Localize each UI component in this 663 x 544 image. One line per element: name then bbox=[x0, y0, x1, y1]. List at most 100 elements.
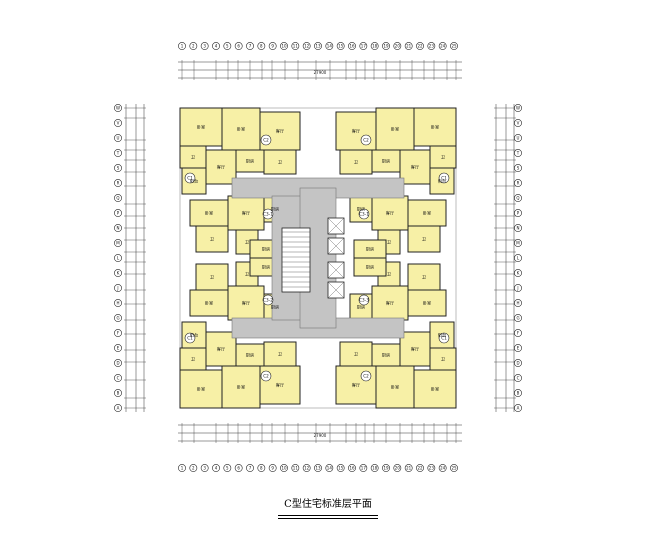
axis-label: 11 bbox=[293, 466, 299, 471]
axis-bubble bbox=[268, 464, 277, 472]
room-label: 卧室 bbox=[197, 124, 205, 131]
room bbox=[205, 149, 237, 185]
unit-tag-circle bbox=[438, 172, 450, 184]
axis-label: 13 bbox=[315, 466, 321, 471]
axis-label: G bbox=[116, 316, 119, 321]
axis-bubble bbox=[114, 134, 122, 142]
room-label: 卫 bbox=[387, 240, 391, 245]
axis-bubble bbox=[382, 464, 390, 472]
room bbox=[263, 341, 297, 367]
axis-bubble bbox=[291, 42, 300, 50]
axis-label: F bbox=[117, 331, 120, 336]
axis-bubble bbox=[514, 359, 522, 367]
room-label: 厨房 bbox=[246, 158, 254, 165]
axis-label: 3 bbox=[203, 44, 206, 49]
axis-label: 10 bbox=[281, 466, 287, 471]
room-label: 厨房 bbox=[262, 246, 270, 253]
room-label: 卫 bbox=[245, 272, 249, 277]
room bbox=[339, 149, 373, 175]
axis-bubble bbox=[514, 149, 522, 157]
axis-label: 16 bbox=[349, 466, 355, 471]
axis-label: 12 bbox=[304, 44, 310, 49]
axis-label: 9 bbox=[271, 466, 274, 471]
room-label: 厨房 bbox=[357, 304, 365, 311]
room bbox=[353, 257, 387, 277]
elevator-cross bbox=[327, 217, 345, 235]
axis-bubble bbox=[268, 42, 277, 50]
room bbox=[221, 365, 261, 409]
axis-bubble bbox=[450, 42, 458, 50]
axis-bubble bbox=[114, 254, 122, 262]
room bbox=[399, 331, 431, 367]
axis-label: 12 bbox=[304, 466, 310, 471]
axis-bubble bbox=[114, 179, 122, 187]
room-label: 卫 bbox=[278, 160, 282, 165]
axis-label: Q bbox=[516, 196, 519, 201]
axis-label: 2 bbox=[192, 466, 195, 471]
room-label: 卫 bbox=[210, 237, 214, 242]
axis-label: 11 bbox=[293, 44, 299, 49]
axis-bubble bbox=[514, 284, 522, 292]
room-label: 卧室 bbox=[205, 210, 213, 217]
axis-bubble bbox=[404, 42, 413, 50]
axis-label: G bbox=[516, 316, 519, 321]
axis-label: 6 bbox=[237, 466, 240, 471]
axis-bubble bbox=[514, 329, 522, 337]
room-label: 卫 bbox=[441, 357, 445, 362]
axis-label: 1 bbox=[181, 466, 184, 471]
axis-bubble bbox=[514, 299, 522, 307]
axis-label: U bbox=[117, 136, 120, 141]
room bbox=[339, 341, 373, 367]
axis-label: 23 bbox=[429, 44, 435, 49]
unit-tag-circle bbox=[438, 332, 450, 344]
unit-tag-label: C2 bbox=[363, 138, 369, 143]
room-label: 客厅 bbox=[352, 128, 360, 135]
axis-label: 6 bbox=[237, 44, 240, 49]
unit-tag-circle bbox=[360, 370, 372, 382]
axis-bubble bbox=[514, 239, 522, 247]
room-label: 卧室 bbox=[423, 210, 431, 217]
axis-label: 15 bbox=[338, 466, 344, 471]
room bbox=[179, 369, 223, 409]
axis-label: D bbox=[116, 361, 119, 366]
axis-label: 2 bbox=[192, 44, 195, 49]
axis-label: 4 bbox=[215, 44, 218, 49]
axis-bubble bbox=[114, 284, 122, 292]
axis-bubble bbox=[114, 314, 122, 322]
axis-bubble bbox=[514, 119, 522, 127]
axis-bubble bbox=[514, 209, 522, 217]
axis-label: 8 bbox=[260, 44, 263, 49]
room bbox=[407, 263, 441, 291]
axis-bubble bbox=[114, 104, 122, 112]
axis-bubble bbox=[514, 104, 522, 112]
axis-bubble bbox=[348, 42, 356, 50]
unit-tag-circle bbox=[184, 332, 196, 344]
room bbox=[189, 289, 229, 317]
axis-label: 21 bbox=[406, 466, 412, 471]
axis-bubble bbox=[438, 42, 447, 50]
axis-bubble bbox=[416, 42, 424, 50]
axis-label: 14 bbox=[327, 44, 333, 49]
room bbox=[189, 199, 229, 227]
axis-label: 22 bbox=[417, 466, 423, 471]
unit-tag-circle bbox=[360, 134, 372, 146]
axis-label: 24 bbox=[440, 44, 446, 49]
axis-bubble bbox=[514, 224, 522, 232]
axis-label: 14 bbox=[327, 466, 333, 471]
axis-bubble bbox=[114, 299, 122, 307]
axis-bubble bbox=[416, 464, 424, 472]
axis-label: 23 bbox=[429, 466, 435, 471]
axis-bubble bbox=[514, 164, 522, 172]
axis-bubble bbox=[257, 464, 266, 472]
axis-label: 9 bbox=[271, 44, 274, 49]
room-label: 厨房 bbox=[357, 206, 365, 213]
axis-label: 17 bbox=[361, 44, 367, 49]
axis-bubble bbox=[382, 42, 390, 50]
axis-bubble bbox=[302, 464, 311, 472]
axis-bubble bbox=[393, 42, 402, 50]
axis-label: 18 bbox=[372, 466, 378, 471]
axis-bubble bbox=[514, 344, 522, 352]
axis-label: A bbox=[517, 406, 520, 411]
room-label: 厨房 bbox=[382, 352, 390, 359]
